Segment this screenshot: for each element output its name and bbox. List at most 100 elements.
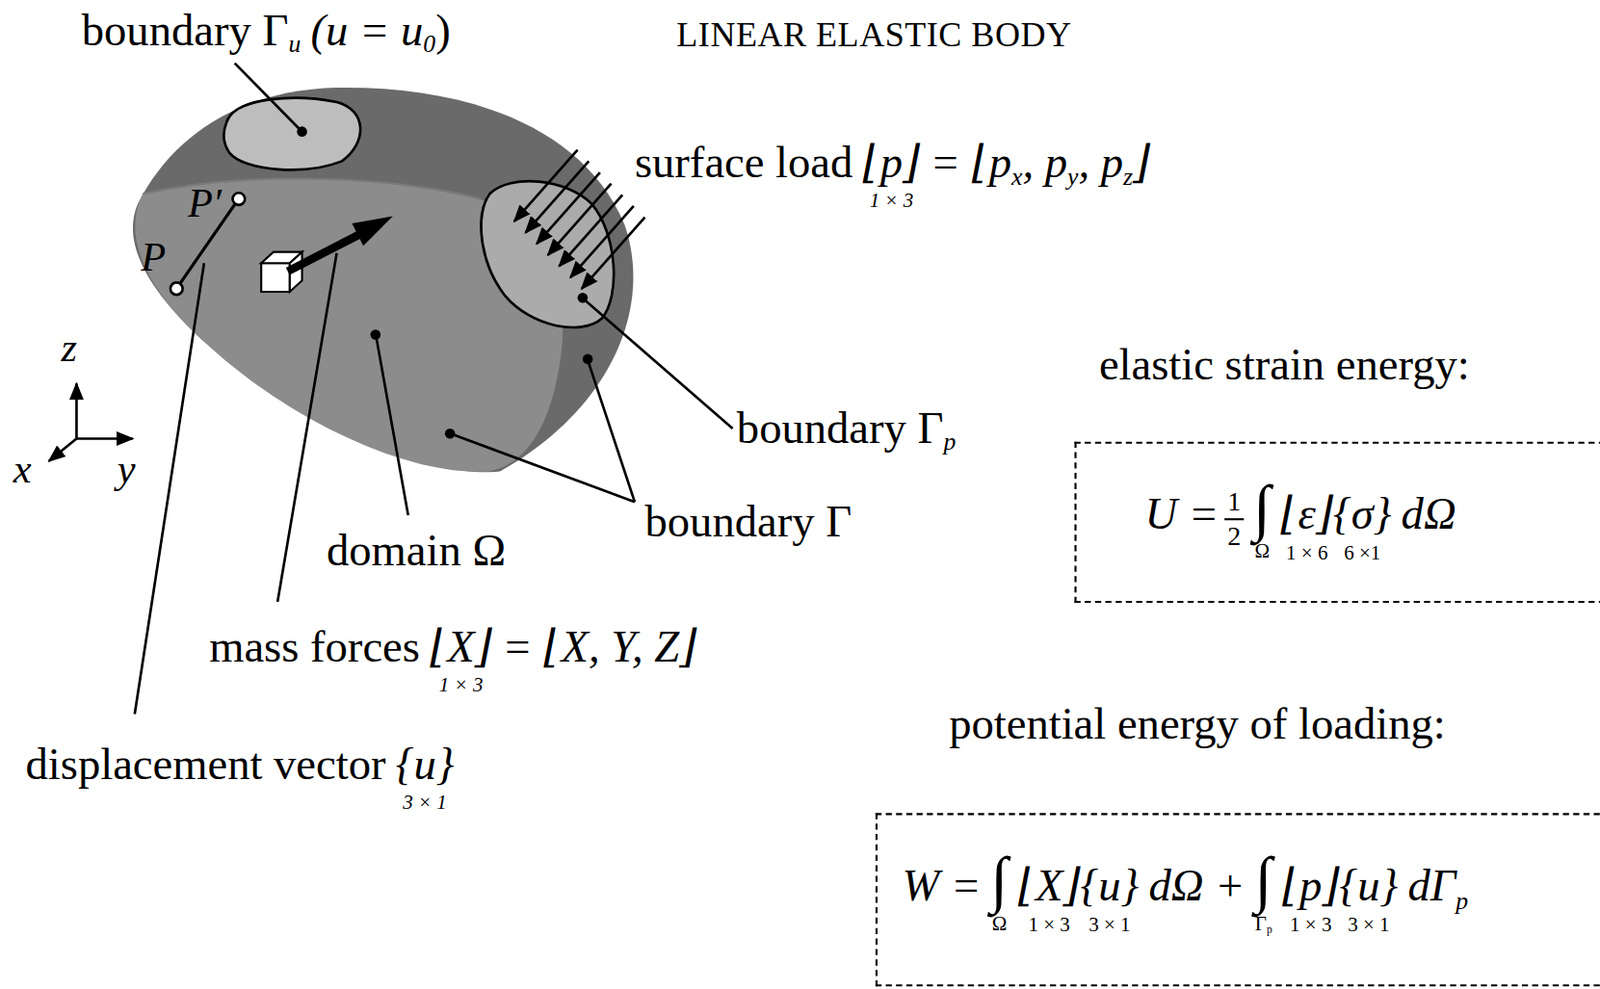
text-run: W =∫Ω⌊X⌋1 × 3{u}3 × 1dΩ +∫Γp⌊p⌋1 × 3{u}3… [901,847,1469,938]
subscript-text: Ω [992,912,1008,935]
text-item: ⌋ [1132,137,1151,188]
subscript-text: 3 × 1 [1347,913,1390,936]
box-heading: elastic strain energy: [1099,339,1470,390]
text-item: ∫Ω [1253,474,1271,564]
text-item: x [1011,137,1023,188]
label-text: ) [435,4,451,55]
dimension-subscript: 3 × 1 [1088,914,1130,937]
matrix-symbol: ⌊p⌋ [863,136,921,191]
leader-line [235,63,300,130]
text-item: z [61,324,79,371]
point-p [170,282,184,295]
text-item: P [140,234,166,281]
leader-line [588,363,635,502]
text-run: displacement vector{u}3 × 1 [25,738,454,815]
text-item: potential energy of loading: [948,698,1446,749]
text-item: {u}3 × 1 [1339,860,1399,937]
text-run: potential energy of loading: [948,697,1446,752]
mass-force-arrowhead [351,216,393,247]
text-item: boundary Γ [644,496,852,547]
subscript-text: p [1455,886,1469,915]
text-item: boundary Γ [736,402,945,453]
fraction-denominator: 2 [1224,518,1244,553]
text-item: 12 [1224,485,1244,552]
text-item: p [1455,861,1469,912]
text-item: dΓ [1407,861,1456,912]
label-text: dΩ [1401,489,1457,540]
matrix-symbol: ⌊X⌋ [1018,860,1081,915]
leader-dot [370,329,382,341]
leader-dot [577,292,589,304]
text-item: P′ [187,180,222,227]
text-item: domain Ω [326,524,506,576]
text-item: (u = u [310,4,423,55]
label-text: , p [1078,137,1125,188]
text-item: {σ}6 ×1 [1333,488,1391,565]
text-item: = ⌊X, Y, Z⌋ [501,622,697,673]
text-run: boundary Γ [644,495,852,550]
text-item: ⌊ε⌋1 × 6 [1280,488,1334,565]
subscript-text: p [1266,923,1273,937]
text-item: y [117,445,136,493]
dimension-subscript: 1 × 3 [439,675,484,698]
text-item: boundary Γ [81,4,289,55]
integral-sign: ∫ [1253,474,1271,542]
text-item: dΩ + [1148,861,1245,912]
dimension-subscript: 1 × 3 [1289,914,1332,937]
text-run: P [140,233,166,283]
dimension-subscript: 1 × 3 [869,189,915,212]
label-text: x [13,445,32,493]
leader-line [376,339,409,516]
axis-z [75,383,79,439]
boundary-gamma-u-patch [223,98,361,171]
matrix-symbol: ⌊ε⌋ [1280,488,1334,543]
dimension-subscript: 6 ×1 [1343,542,1381,565]
label-text: boundary Γ [644,496,852,547]
text-item: p [943,402,956,453]
label-text: = ⌊p [930,137,1013,188]
matrix-symbol: {u} [1339,860,1399,915]
leader-dot [582,354,594,366]
text-item: ⌊p⌋1 × 3 [1282,860,1340,937]
formula-box: elastic strain energy:U =12∫Ω⌊ε⌋1 × 6{σ}… [1074,337,1600,604]
text-item: z [1123,137,1133,188]
boundary-gamma-p-patch [481,181,615,328]
diagram-title: LINEAR ELASTIC BODY [676,17,1072,53]
text-item: ∫Ω [991,847,1009,937]
text-run: y [117,445,136,495]
matrix-symbol: {σ} [1333,488,1391,543]
subscript-text: x [1011,161,1023,190]
leader-line [452,434,635,502]
text-run: surface load⌊p⌋1 × 3= ⌊px, py, pz⌋ [634,136,1151,213]
text-item: displacement vector [25,739,386,790]
text-run: boundary Γu(u = u0) [81,3,451,58]
text-run: elastic strain energy: [1099,338,1470,393]
label-text: dΩ + [1148,861,1245,912]
label-text: boundary Γ [81,4,289,55]
box-heading: potential energy of loading: [948,698,1446,749]
matrix-symbol: {u} [1080,860,1140,915]
text-item: surface load [634,137,853,188]
subscript-text: 3 × 1 [1088,913,1130,936]
label-text: mass forces [209,622,420,673]
text-item: U = [1145,489,1220,540]
text-run: domain Ω [326,524,506,578]
subscript-text: Ω [1254,539,1270,562]
label-text: P′ [187,180,222,227]
text-item: ) [435,4,451,55]
subscript-text: Γ [1255,912,1267,935]
subscript-text: u [288,29,301,58]
dimension-subscript: Ω [1254,540,1270,563]
label-text: U = [1145,489,1220,540]
subscript-text: 1 × 6 [1285,541,1328,564]
body-silhouette [132,87,633,473]
dimension-subscript: Ω [992,913,1008,936]
text-item: u [288,4,301,55]
integral-sign: ∫ [991,847,1009,915]
subscript-text: p [943,427,956,456]
dimension-subscript: 1 × 3 [1028,914,1071,937]
text-item: = ⌊p [930,137,1013,188]
label-text: (u = u [310,4,423,55]
label-text: , p [1022,137,1069,188]
mass-force-arrow [288,235,360,272]
